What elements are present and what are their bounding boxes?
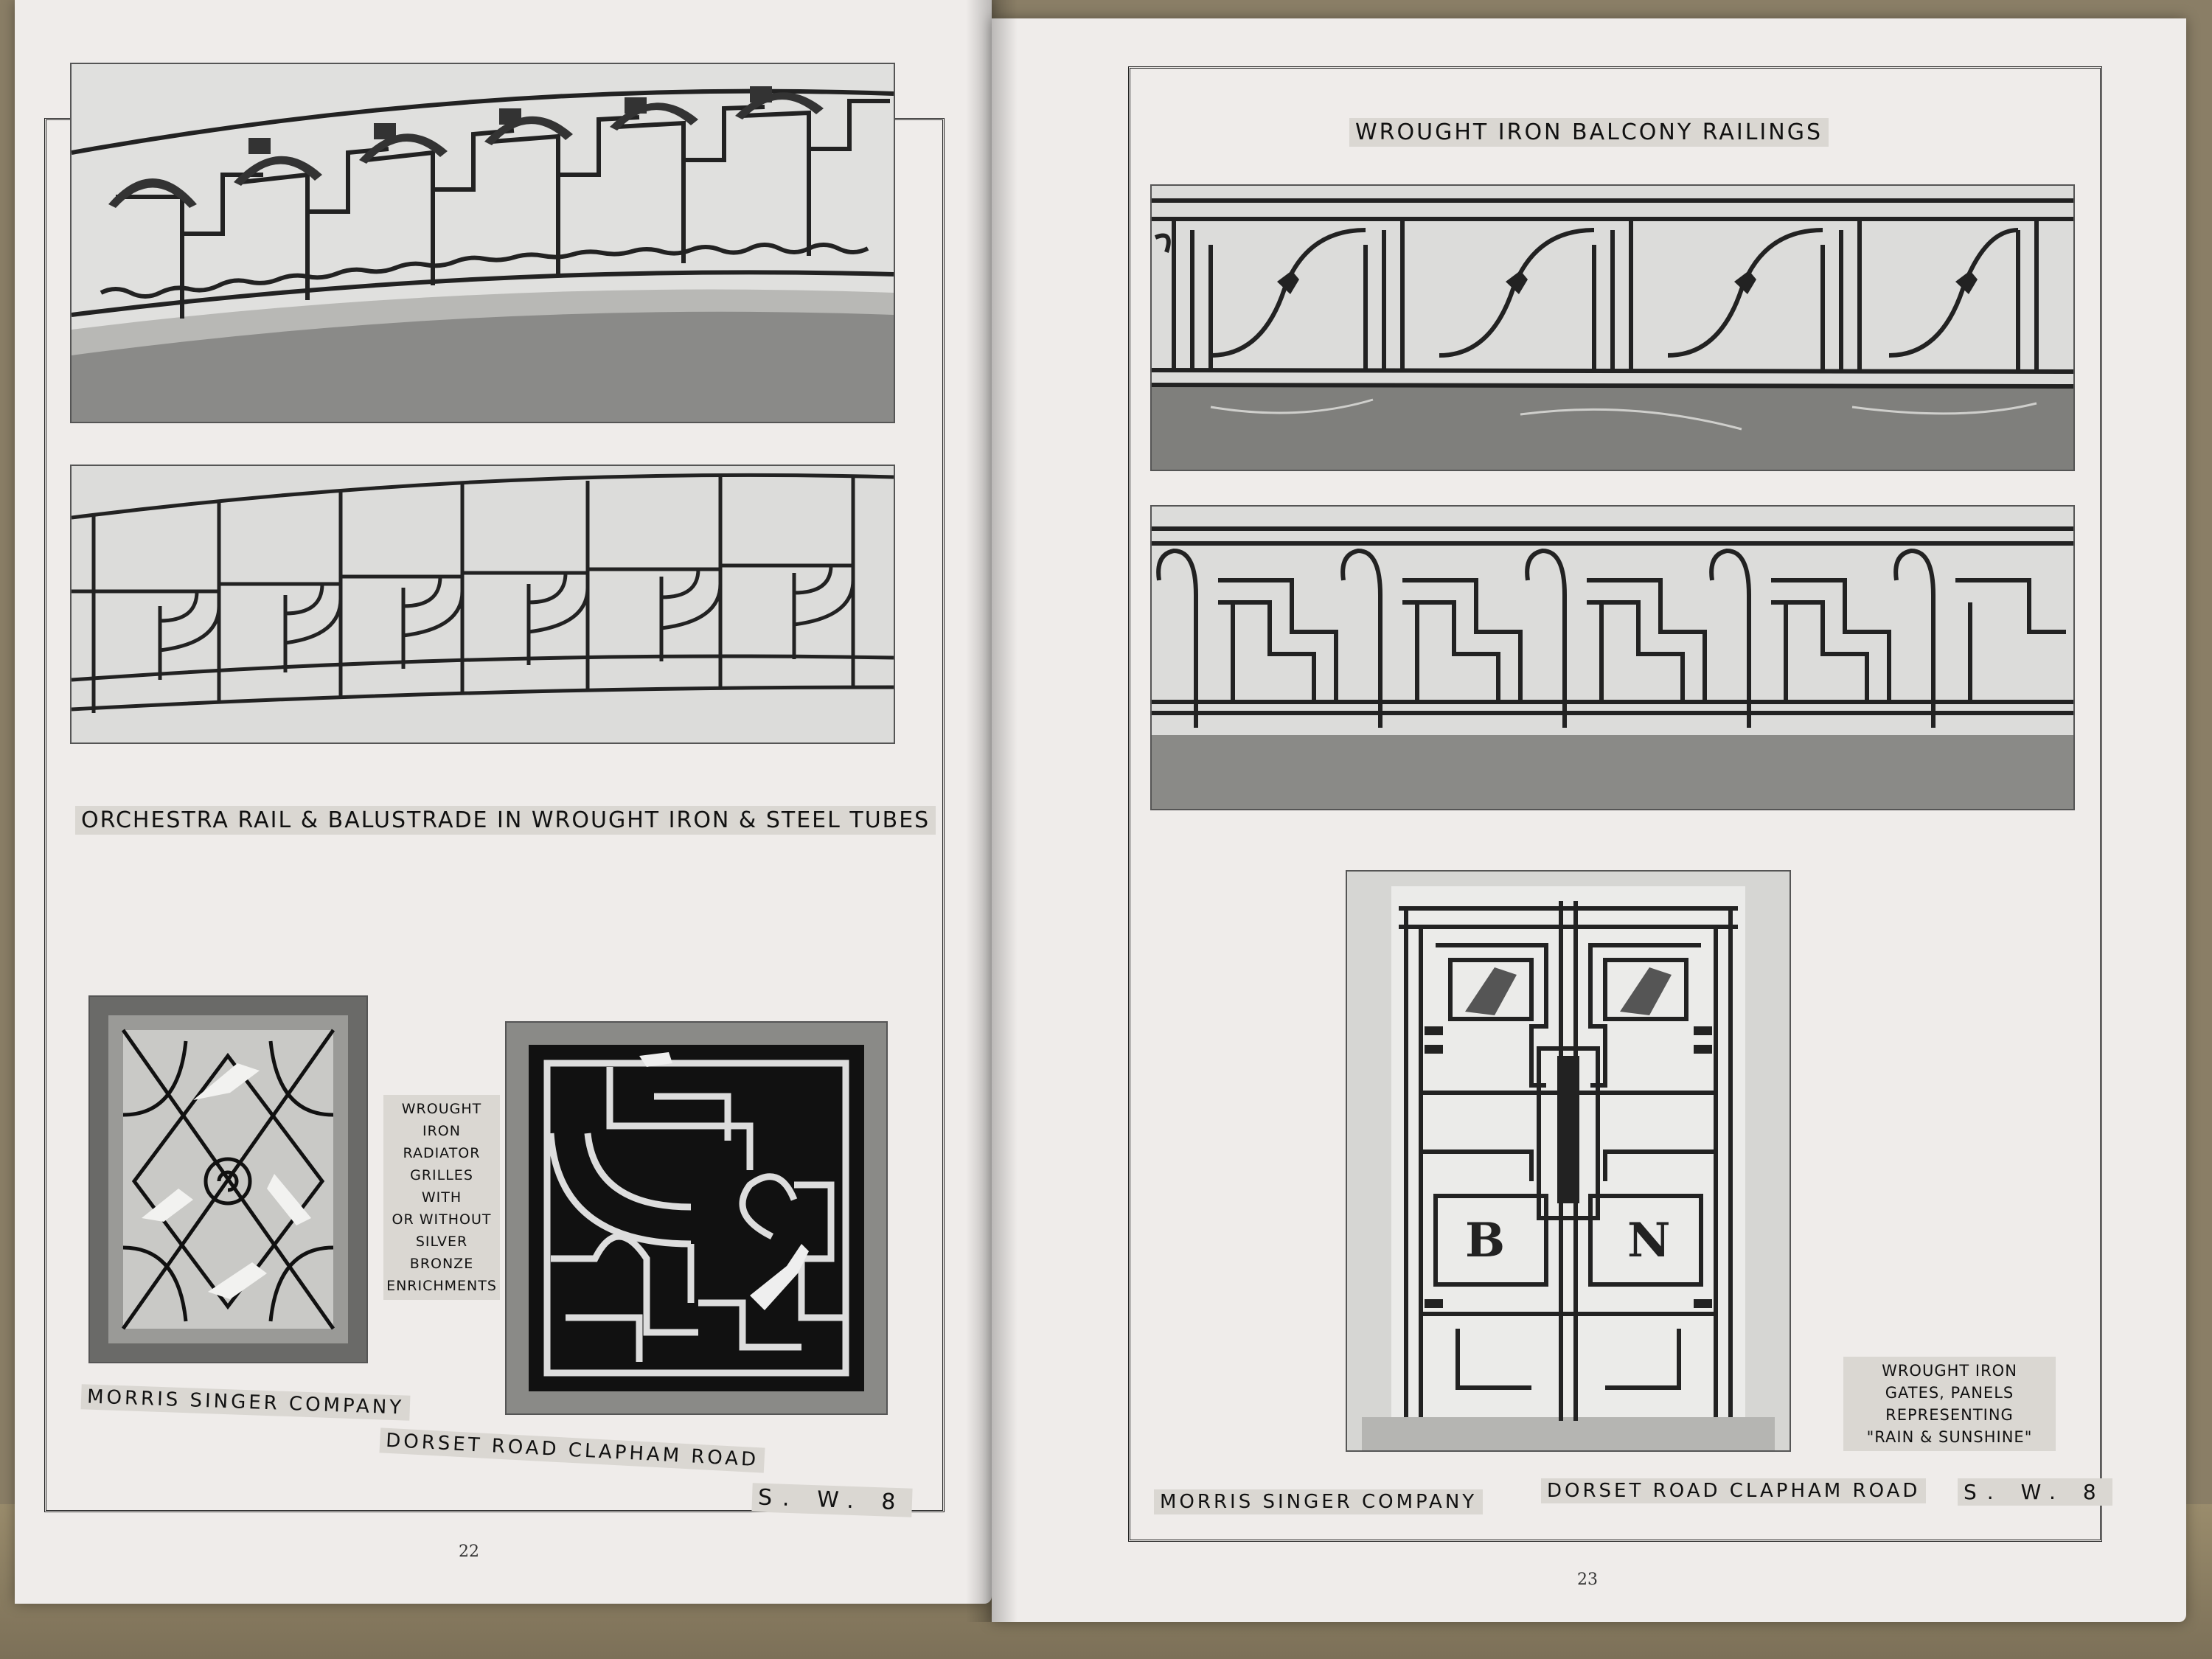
gates-caption-line: REPRESENTING xyxy=(1885,1406,2014,1424)
radiator-caption-line: WITH xyxy=(421,1189,462,1206)
radiator-grille-squirrel-hare-plate xyxy=(505,1021,888,1415)
gates-caption-line: GATES, PANELS xyxy=(1885,1384,2014,1402)
right-footer-company: MORRIS SINGER COMPANY xyxy=(1154,1489,1484,1514)
right-footer-address: DORSET ROAD CLAPHAM ROAD xyxy=(1541,1478,1927,1503)
left-footer-postcode: S. W. 8 xyxy=(751,1483,913,1517)
right-page: WROUGHT IRON BALCONY RAILINGS xyxy=(992,18,2186,1622)
balustrade-plate xyxy=(70,465,895,744)
radiator-caption-line: WROUGHT xyxy=(401,1101,482,1117)
gates-caption: WROUGHT IRON GATES, PANELS REPRESENTING … xyxy=(1843,1357,2056,1451)
balcony-railing-ferns-plate xyxy=(1150,184,2075,471)
radiator-caption-line: IRON xyxy=(422,1123,461,1139)
orchestra-rail-caption: ORCHESTRA RAIL & BALUSTRADE IN WROUGHT I… xyxy=(75,806,936,835)
radiator-caption-line: OR WITHOUT xyxy=(392,1211,492,1228)
gates-caption-line: "RAIN & SUNSHINE" xyxy=(1866,1428,2033,1446)
right-footer-postcode: S. W. 8 xyxy=(1958,1478,2112,1506)
wrought-iron-gates-plate: B N xyxy=(1346,870,1791,1452)
left-page-number: 22 xyxy=(459,1543,479,1561)
left-page: ORCHESTRA RAIL & BALUSTRADE IN WROUGHT I… xyxy=(15,0,992,1604)
radiator-grilles-caption: WROUGHT IRON RADIATOR GRILLES WITH OR WI… xyxy=(383,1095,500,1300)
gate-letter-b: B xyxy=(1465,1213,1506,1268)
book-gutter xyxy=(966,0,1018,1622)
gate-letter-n: N xyxy=(1627,1213,1671,1268)
gates-caption-line: WROUGHT IRON xyxy=(1882,1362,2017,1380)
balcony-railing-scrolls-plate xyxy=(1150,505,2075,810)
radiator-grille-gazelles-plate xyxy=(88,995,368,1363)
orchestra-rail-plate xyxy=(70,63,895,423)
right-page-border xyxy=(1128,66,2102,1542)
radiator-caption-line: GRILLES xyxy=(410,1167,473,1183)
radiator-caption-line: RADIATOR xyxy=(403,1145,481,1161)
radiator-caption-line: ENRICHMENTS xyxy=(386,1278,497,1294)
balcony-railings-title: WROUGHT IRON BALCONY RAILINGS xyxy=(1349,118,1829,147)
radiator-caption-line: SILVER BRONZE xyxy=(409,1234,474,1272)
right-page-number: 23 xyxy=(1577,1571,1598,1589)
